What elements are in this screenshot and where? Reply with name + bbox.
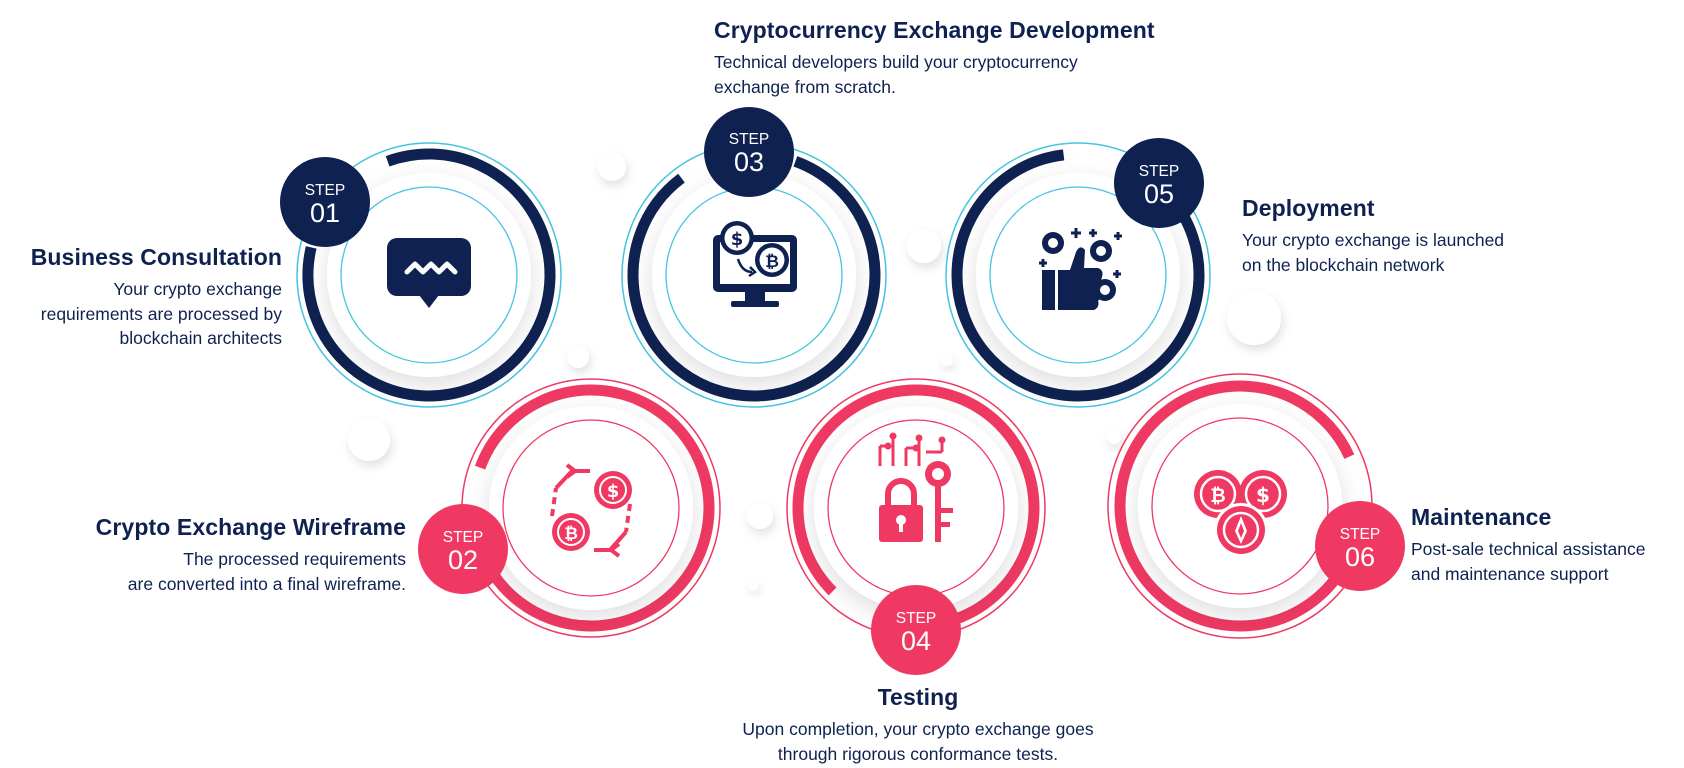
step-02-text: Crypto Exchange Wireframe The processed … [46, 514, 406, 596]
bubble [748, 581, 758, 591]
step-03-badge-label: STEP [729, 131, 769, 148]
lock-key-circuit-icon [878, 432, 953, 542]
step-05-badge-number: 05 [1144, 179, 1174, 209]
three-coins-icon: ₿ $ [1194, 470, 1287, 557]
step-01-text: Business Consultation Your crypto exchan… [0, 244, 282, 351]
svg-text:$: $ [731, 229, 744, 250]
step-06-text: Maintenance Post-sale technical assistan… [1411, 504, 1681, 586]
step-05-badge: STEP 05 [1114, 138, 1204, 228]
bubble [348, 419, 390, 461]
step-06-title: Maintenance [1411, 504, 1552, 530]
currency-exchange-icon: $ ₿ [550, 463, 632, 558]
bubble [747, 503, 773, 529]
step-03-badge-number: 03 [734, 147, 764, 177]
step-02-description: The processed requirements are converted… [127, 549, 406, 594]
monitor-coins-icon: $ ₿ [713, 221, 797, 307]
step-05-description: Your crypto exchange is launched on the … [1242, 230, 1505, 275]
bubble [1227, 291, 1281, 345]
step-06-badge: STEP 06 [1315, 501, 1405, 591]
step-02-circle [461, 378, 721, 638]
step-04-text: Testing Upon completion, your crypto exc… [678, 684, 1158, 766]
step-03-title: Cryptocurrency Exchange Development [714, 17, 1155, 43]
svg-text:$: $ [1256, 483, 1270, 507]
bubble [907, 229, 941, 263]
chat-bubble-icon [387, 238, 471, 308]
svg-text:₿: ₿ [564, 524, 578, 544]
step-03-description: Technical developers build your cryptocu… [714, 52, 1078, 97]
bubble [567, 346, 589, 368]
step-01-badge-number: 01 [310, 198, 340, 228]
svg-text:$: $ [607, 481, 620, 502]
step-04-description: Upon completion, your crypto exchange go… [742, 719, 1094, 764]
step-04-badge-number: 04 [901, 626, 931, 656]
bubble [1107, 430, 1121, 444]
step-04-badge: STEP 04 [871, 585, 961, 675]
step-06-badge-label: STEP [1340, 526, 1380, 543]
step-02-badge-number: 02 [448, 545, 478, 575]
step-05-text: Deployment Your crypto exchange is launc… [1242, 195, 1572, 277]
step-04-title: Testing [877, 684, 959, 710]
svg-text:₿: ₿ [765, 252, 779, 272]
step-04-badge-label: STEP [896, 610, 936, 627]
bubble [941, 354, 953, 366]
step-06-badge-number: 06 [1345, 542, 1375, 572]
step-02-title: Crypto Exchange Wireframe [95, 514, 406, 540]
step-05-badge-label: STEP [1139, 163, 1179, 180]
step-01-title: Business Consultation [30, 244, 282, 270]
decorative-bubbles [348, 153, 1281, 591]
step-03-badge: STEP 03 [704, 107, 794, 197]
step-02-badge: STEP 02 [418, 504, 508, 594]
step-01-badge-label: STEP [305, 182, 345, 199]
step-06-description: Post-sale technical assistance and maint… [1411, 539, 1646, 584]
step-03-text: Cryptocurrency Exchange Development Tech… [714, 17, 1234, 99]
step-01-description: Your crypto exchange requirements are pr… [40, 279, 282, 348]
step-02-badge-label: STEP [443, 529, 483, 546]
step-01-badge: STEP 01 [280, 157, 370, 247]
thumbs-up-coins-icon [1039, 228, 1122, 310]
bubble [598, 153, 626, 181]
step-05-title: Deployment [1242, 195, 1375, 221]
svg-text:₿: ₿ [1210, 485, 1225, 507]
